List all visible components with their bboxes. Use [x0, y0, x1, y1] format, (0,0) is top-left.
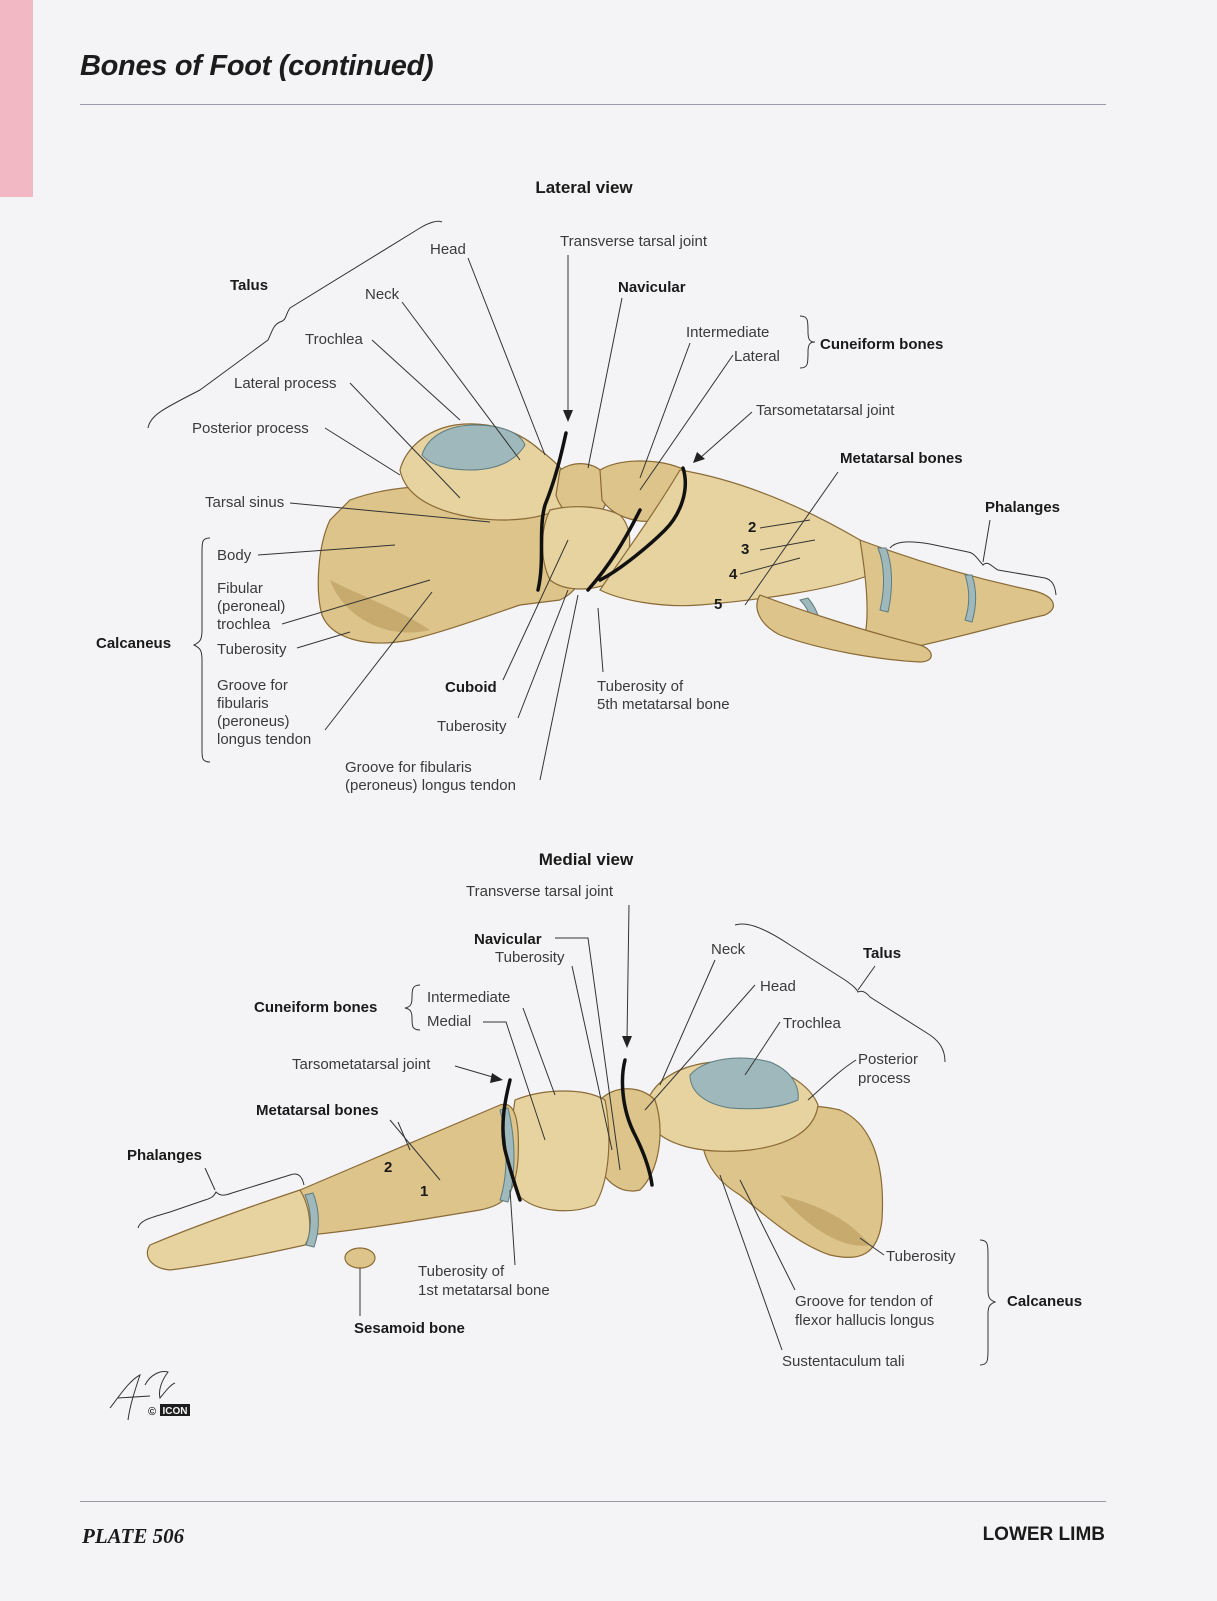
medial-transverse-tarsal-joint-label: Transverse tarsal joint	[466, 883, 614, 900]
metatarsal-number: 2	[384, 1159, 392, 1176]
lateral-groove-cuboid-label: Groove for fibularis (peroneus) longus t…	[345, 759, 516, 794]
lateral-cuboid-label: Cuboid	[445, 679, 497, 696]
medial-phalanges-bracket	[137, 1173, 305, 1229]
section-name: LOWER LIMB	[982, 1524, 1105, 1545]
lateral-intermediate-cuneiform-label: Intermediate	[686, 324, 769, 341]
lateral-view-title: Lateral view	[535, 178, 633, 197]
medial-metatarsal-bones-label: Metatarsal bones	[256, 1102, 379, 1119]
metatarsal-number: 4	[729, 566, 738, 583]
lateral-cuneiform-brace	[799, 315, 816, 369]
lateral-neck-label: Neck	[365, 286, 400, 303]
lateral-tarsal-sinus-label: Tarsal sinus	[205, 494, 284, 511]
sesamoid-bone-shape	[344, 1247, 376, 1269]
medial-intermediate-cuneiform-label: Intermediate	[427, 989, 510, 1006]
medial-transverse-tarsal-joint-line	[620, 1058, 654, 1187]
netter-signature: © ICON	[109, 1371, 190, 1421]
svg-text:ICON: ICON	[163, 1406, 188, 1417]
lateral-navicular-label: Navicular	[618, 279, 686, 296]
medial-navicular-tuberosity-label: Tuberosity	[495, 949, 565, 966]
lateral-calcaneus-bracket	[192, 537, 211, 763]
section-tab	[0, 0, 33, 197]
lateral-body-label: Body	[217, 547, 252, 564]
medial-tuberosity-1st-label: Tuberosity of 1st metatarsal bone	[418, 1263, 550, 1299]
medial-talus-label: Talus	[863, 945, 901, 962]
medial-calcaneus-bracket	[979, 1239, 997, 1366]
svg-text:©: ©	[148, 1406, 156, 1418]
talus-trochlea-cartilage	[421, 424, 526, 471]
medial-view: Medial view Transverse tarsal joint Navi…	[127, 850, 1082, 1370]
medial-phalanges	[146, 1189, 311, 1271]
lateral-tarsometatarsal-joint-label: Tarsometatarsal joint	[756, 402, 895, 419]
lateral-view: Lateral view	[96, 178, 1060, 794]
tarsometatarsal-joint-line	[598, 466, 688, 582]
transverse-tarsal-joint-line-2	[586, 508, 642, 592]
metatarsal-number: 2	[748, 519, 756, 536]
medial-cuneiform-bones-label: Cuneiform bones	[254, 999, 377, 1016]
lateral-cuboid-tuberosity-label: Tuberosity	[437, 718, 507, 735]
lateral-head-label: Head	[430, 241, 466, 258]
medial-groove-flexor-label: Groove for tendon of flexor hallucis lon…	[795, 1293, 937, 1329]
medial-talus-trochlea-cartilage	[689, 1057, 799, 1110]
metatarsal-number: 1	[420, 1183, 428, 1200]
lateral-groove-calcaneus-label: Groove for fibularis (peroneus) longus t…	[217, 677, 311, 748]
lateral-posterior-process-label: Posterior process	[192, 420, 309, 437]
medial-tuberosity-label: Tuberosity	[886, 1248, 956, 1265]
plate-number: PLATE 506	[82, 1524, 185, 1548]
medial-sustentaculum-label: Sustentaculum tali	[782, 1353, 905, 1370]
lateral-calcaneus-label: Calcaneus	[96, 635, 171, 652]
talus-bracket	[147, 220, 443, 429]
medial-cuneiform-bones	[510, 1090, 610, 1212]
transverse-tarsal-joint-line	[536, 431, 568, 592]
lateral-cuneiform-bones-label: Cuneiform bones	[820, 336, 943, 353]
medial-trochlea-label: Trochlea	[783, 1015, 841, 1032]
lateral-talus-label: Talus	[230, 277, 268, 294]
header-rule	[80, 104, 1106, 105]
medial-talus-bracket	[734, 923, 946, 1063]
lateral-tuberosity-label: Tuberosity	[217, 641, 287, 658]
lateral-tuberosity-5th-label: Tuberosity of 5th metatarsal bone	[597, 678, 730, 713]
medial-neck-label: Neck	[711, 941, 746, 958]
medial-posterior-process-label: Posterior process	[858, 1051, 922, 1087]
medial-navicular-bone	[597, 1088, 661, 1192]
medial-medial-cuneiform-label: Medial	[427, 1013, 471, 1030]
fifth-toe-lateral	[756, 594, 932, 663]
medial-view-title: Medial view	[539, 850, 634, 869]
page-title: Bones of Foot (continued)	[80, 50, 434, 82]
lateral-metatarsal-bones-label: Metatarsal bones	[840, 450, 963, 467]
lateral-lateral-cuneiform-label: Lateral	[734, 348, 780, 365]
lateral-process-label: Lateral process	[234, 375, 337, 392]
lateral-phalanges-bracket	[889, 541, 1057, 596]
lateral-fibular-trochlea-label: Fibular (peroneal) trochlea	[217, 580, 290, 633]
medial-cuneiform-brace	[404, 984, 421, 1031]
medial-calcaneus-label: Calcaneus	[1007, 1293, 1082, 1310]
lateral-transverse-tarsal-joint-label: Transverse tarsal joint	[560, 233, 708, 250]
medial-foot-bones	[146, 1057, 884, 1271]
medial-head-label: Head	[760, 978, 796, 995]
metatarsal-number: 5	[714, 596, 722, 613]
footer-rule	[80, 1501, 1106, 1502]
lateral-trochlea-label: Trochlea	[305, 331, 363, 348]
medial-sesamoid-label: Sesamoid bone	[354, 1320, 465, 1337]
medial-tarsometatarsal-joint-line	[501, 1078, 522, 1202]
medial-metatarsal-bones	[295, 1103, 520, 1236]
medial-tarsometatarsal-joint-label: Tarsometatarsal joint	[292, 1056, 431, 1073]
medial-phalanges-label: Phalanges	[127, 1147, 202, 1164]
metatarsal-number: 3	[741, 541, 749, 558]
medial-navicular-label: Navicular	[474, 931, 542, 948]
lateral-phalanges-label: Phalanges	[985, 499, 1060, 516]
